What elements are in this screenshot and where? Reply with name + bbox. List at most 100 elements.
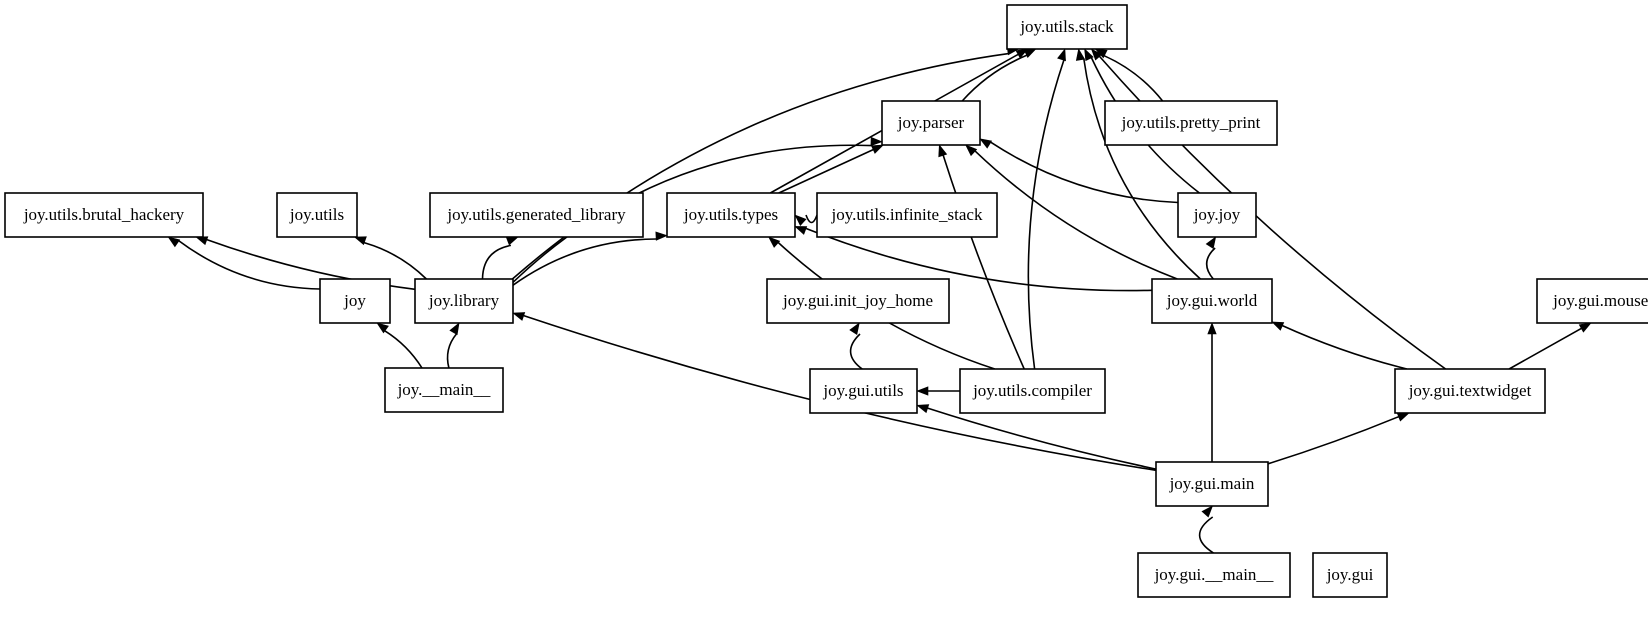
graph-edge xyxy=(1103,54,1164,102)
graph-node-joy_main[interactable]: joy.__main__ xyxy=(384,367,504,413)
graph-node-init_joy_home[interactable]: joy.gui.init_joy_home xyxy=(766,278,950,324)
graph-edge xyxy=(178,239,321,290)
graph-edge xyxy=(1282,324,1408,370)
node-box[interactable] xyxy=(4,192,204,238)
node-label: joy.gui.utils xyxy=(822,381,903,400)
node-label: joy.utils xyxy=(289,205,344,224)
node-label: joy.gui.mousebindings xyxy=(1552,291,1648,310)
graph-edge xyxy=(1508,327,1582,370)
node-box[interactable] xyxy=(414,278,514,324)
graph-node-library[interactable]: joy.library xyxy=(414,278,514,324)
node-label: joy.gui.init_joy_home xyxy=(782,291,933,310)
graph-node-gui_world[interactable]: joy.gui.world xyxy=(1151,278,1273,324)
node-box[interactable] xyxy=(881,100,981,146)
edge-arrowhead xyxy=(1578,322,1592,333)
node-label: joy.gui.__main__ xyxy=(1154,565,1274,584)
node-box[interactable] xyxy=(319,278,391,324)
graph-node-utils_pretty_print[interactable]: joy.utils.pretty_print xyxy=(1104,100,1278,146)
edge-arrowhead xyxy=(1271,321,1285,331)
graph-node-gui_utils[interactable]: joy.gui.utils xyxy=(809,368,918,414)
edge-arrowhead xyxy=(1207,322,1217,335)
node-label: joy.utils.brutal_hackery xyxy=(23,205,185,224)
node-box[interactable] xyxy=(959,368,1106,414)
graph-edge xyxy=(511,52,1009,280)
graph-node-utils_brutal[interactable]: joy.utils.brutal_hackery xyxy=(4,192,204,238)
node-box[interactable] xyxy=(1006,4,1128,50)
graph-edge xyxy=(1083,58,1201,280)
graph-node-gui_textwidget[interactable]: joy.gui.textwidget xyxy=(1394,368,1546,414)
edge-arrowhead xyxy=(965,144,978,157)
edge-arrowhead xyxy=(1201,505,1214,518)
node-box[interactable] xyxy=(1151,278,1273,324)
edge-arrowhead xyxy=(1075,48,1086,61)
node-label: joy.utils.pretty_print xyxy=(1121,113,1261,132)
graph-edge xyxy=(805,227,1153,292)
node-box[interactable] xyxy=(384,367,504,413)
graph-node-generated_library[interactable]: joy.utils.generated_library xyxy=(429,192,644,238)
graph-node-gui_dunder_main[interactable]: joy.gui.__main__ xyxy=(1137,552,1291,598)
node-box[interactable] xyxy=(666,192,796,238)
edge-arrowhead xyxy=(655,231,668,241)
edge-arrowhead xyxy=(1015,48,1029,59)
node-label: joy.gui.world xyxy=(1166,291,1258,310)
graph-node-utils_types[interactable]: joy.utils.types xyxy=(666,192,796,238)
node-box[interactable] xyxy=(1536,278,1648,324)
graph-node-infinite_stack[interactable]: joy.utils.infinite_stack xyxy=(816,192,998,238)
edge-arrowhead xyxy=(870,136,883,147)
node-label: joy.parser xyxy=(897,113,965,132)
edge-arrowhead xyxy=(1084,48,1094,62)
node-box[interactable] xyxy=(809,368,918,414)
edge-arrowhead xyxy=(512,312,526,321)
node-label: joy.joy xyxy=(1193,205,1241,224)
node-label: joy.gui.main xyxy=(1169,474,1255,493)
node-label: joy.utils.stack xyxy=(1019,17,1114,36)
graph-edge xyxy=(942,155,1025,370)
node-box[interactable] xyxy=(1394,368,1546,414)
edge-arrowhead xyxy=(1396,412,1410,422)
node-label: joy.gui xyxy=(1326,565,1374,584)
graph-edge xyxy=(1198,516,1214,554)
graph-edge xyxy=(363,241,427,280)
graph-node-gui[interactable]: joy.gui xyxy=(1312,552,1388,598)
graph-edge xyxy=(481,244,512,280)
edge-arrowhead xyxy=(938,144,948,158)
edge-arrowhead xyxy=(916,386,929,396)
node-box[interactable] xyxy=(429,192,644,238)
graph-edge xyxy=(1205,247,1216,280)
edge-arrowhead xyxy=(870,144,884,154)
graph-edge xyxy=(974,150,1178,280)
graph-edge xyxy=(512,238,657,286)
graph-edge xyxy=(1267,415,1399,465)
node-label: joy.utils.generated_library xyxy=(446,205,626,224)
graph-node-utils[interactable]: joy.utils xyxy=(276,192,358,238)
node-box[interactable] xyxy=(1312,552,1388,598)
graph-edge xyxy=(849,333,863,370)
edge-arrowhead xyxy=(794,226,808,235)
node-box[interactable] xyxy=(1104,100,1278,146)
node-box[interactable] xyxy=(816,192,998,238)
graph-node-parser[interactable]: joy.parser xyxy=(881,100,981,146)
node-box[interactable] xyxy=(766,278,950,324)
graph-node-mousebindings[interactable]: joy.gui.mousebindings xyxy=(1536,278,1648,324)
node-box[interactable] xyxy=(276,192,358,238)
graph-edge xyxy=(805,214,818,224)
graph-node-utils_stack[interactable]: joy.utils.stack xyxy=(1006,4,1128,50)
graph-edge xyxy=(990,141,1179,204)
edge-arrowhead xyxy=(1090,48,1103,61)
node-label: joy xyxy=(343,291,366,310)
edge-arrowhead xyxy=(849,322,860,335)
graph-node-gui_main[interactable]: joy.gui.main xyxy=(1155,461,1269,507)
node-label: joy.library xyxy=(428,291,500,310)
node-layer: joy.utils.stack joy.parser joy.utils.prett… xyxy=(4,4,1648,598)
edge-arrowhead xyxy=(979,138,993,149)
graph-node-utils_compiler[interactable]: joy.utils.compiler xyxy=(959,368,1106,414)
edge-arrowhead xyxy=(353,236,367,246)
node-box[interactable] xyxy=(1155,461,1269,507)
graph-node-joy[interactable]: joy xyxy=(319,278,391,324)
graph-node-joy_joy[interactable]: joy.joy xyxy=(1177,192,1257,238)
edge-arrowhead xyxy=(505,236,519,246)
graph-edge xyxy=(778,148,874,194)
node-box[interactable] xyxy=(1177,192,1257,238)
node-box[interactable] xyxy=(1137,552,1291,598)
